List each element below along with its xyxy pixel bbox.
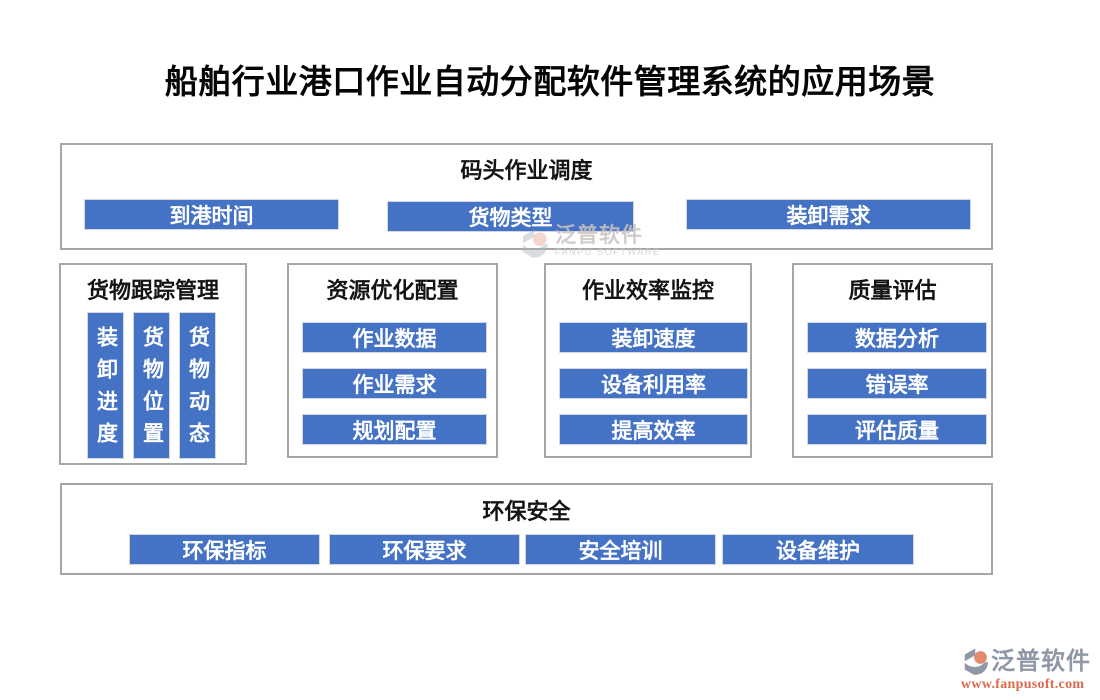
section-quality-assessment: 质量评估 数据分析 错误率 评估质量: [792, 263, 993, 458]
chip-arrival-time: 到港时间: [84, 199, 339, 230]
section-dock-scheduling: 码头作业调度 到港时间 货物类型 装卸需求: [60, 143, 993, 250]
chip-env-requirements: 环保要求: [329, 534, 520, 565]
chip-equipment-maintenance: 设备维护: [722, 534, 914, 565]
page-title: 船舶行业港口作业自动分配软件管理系统的应用场景: [164, 63, 936, 100]
chip-safety-training: 安全培训: [525, 534, 716, 565]
fanpu-logo-icon: [964, 648, 988, 675]
chip-cargo-location: 货物位置: [133, 312, 170, 459]
chip-planning-config: 规划配置: [302, 414, 487, 445]
watermark-brand: 泛普软件: [555, 224, 643, 247]
fanpu-footer-logo: 泛普软件 www.fanpusoft.com: [961, 647, 1100, 692]
watermark-text: 泛普软件 FANPU SOFTWARE: [555, 224, 661, 257]
watermark-subtitle: FANPU SOFTWARE: [555, 247, 661, 257]
chip-equipment-utilization: 设备利用率: [559, 368, 748, 399]
chip-operation-data: 作业数据: [302, 322, 487, 353]
chip-data-analysis: 数据分析: [807, 322, 987, 353]
footer-brand: 泛普软件: [991, 648, 1091, 675]
section-efficiency-monitoring: 作业效率监控 装卸速度 设备利用率 提高效率: [544, 263, 752, 458]
chip-assess-quality: 评估质量: [807, 414, 987, 445]
chip-cargo-type: 货物类型: [387, 201, 634, 232]
dock-scheduling-title: 码头作业调度: [460, 158, 593, 183]
chip-cargo-status: 货物动态: [179, 312, 216, 459]
cargo-tracking-title: 货物跟踪管理: [86, 278, 219, 303]
chip-loading-speed: 装卸速度: [559, 322, 748, 353]
footer-url: www.fanpusoft.com: [961, 677, 1085, 692]
footer-logo-row: 泛普软件: [961, 647, 1100, 677]
chip-loading-unloading-demand: 装卸需求: [686, 199, 971, 230]
efficiency-monitoring-title: 作业效率监控: [581, 278, 714, 303]
chip-env-indicators: 环保指标: [129, 534, 320, 565]
chip-improve-efficiency: 提高效率: [559, 414, 748, 445]
environmental-safety-title: 环保安全: [482, 499, 571, 524]
chip-loading-progress: 装卸进度: [87, 312, 124, 459]
section-cargo-tracking: 货物跟踪管理 装卸进度 货物位置 货物动态: [59, 263, 247, 465]
fanpu-watermark: 泛普软件 FANPU SOFTWARE: [518, 224, 661, 260]
section-resource-optimization: 资源优化配置 作业数据 作业需求 规划配置: [287, 263, 498, 458]
chip-operation-demand: 作业需求: [302, 368, 487, 399]
chip-error-rate: 错误率: [807, 368, 987, 399]
fanpu-logo-icon: [523, 229, 548, 258]
quality-assessment-title: 质量评估: [848, 278, 937, 303]
section-environmental-safety: 环保安全 环保指标 环保要求 安全培训 设备维护: [60, 483, 993, 575]
resource-optimization-title: 资源优化配置: [326, 278, 459, 303]
